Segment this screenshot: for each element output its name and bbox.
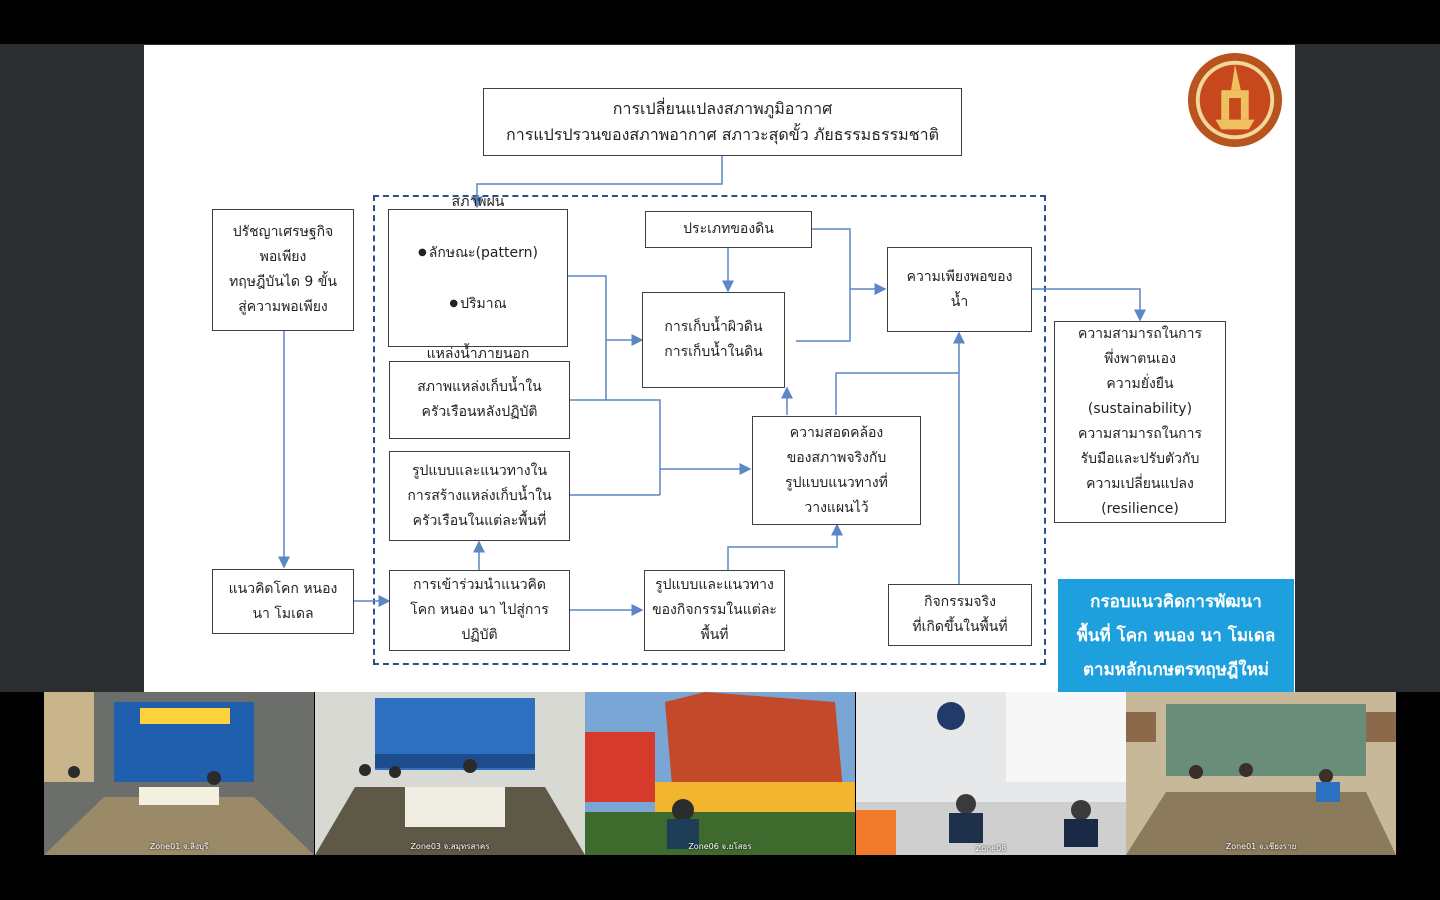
rain-item-amount: ปริมาณ xyxy=(418,291,538,317)
rain-title: สภาพฝน xyxy=(451,193,505,210)
connector-consistency-sufficiency xyxy=(835,372,959,415)
participant-tile-3[interactable]: Zone06 จ.ยโสธร xyxy=(585,692,855,855)
dashed-frame xyxy=(373,195,1046,665)
top-bar xyxy=(0,0,1440,44)
box-water-storage: การเก็บน้ำผิวดิน การเก็บน้ำในดิน xyxy=(642,292,785,388)
participant-tile-4[interactable]: Zone08 xyxy=(856,692,1126,855)
box-rain-conditions: สภาพฝน ลักษณะ(pattern) ปริมาณ แหล่งน้ำภา… xyxy=(388,194,568,362)
rain-item-pattern: ลักษณะ(pattern) xyxy=(418,240,538,266)
badge-line-1: กรอบแนวคิดการพัฒนา xyxy=(1090,591,1262,612)
box-activity-patterns: รูปแบบและแนวทาง ของกิจกรรมในแต่ละ พื้นที… xyxy=(644,570,785,651)
connector-activity-consistency xyxy=(727,523,843,570)
box-water-sufficiency: ความเพียงพอของ น้ำ xyxy=(887,247,1032,332)
connector-rain-storage xyxy=(568,275,644,346)
participant-tile-5[interactable]: Zone01 จ.เชียงราย xyxy=(1126,692,1396,855)
video-tile-icon xyxy=(44,692,314,855)
connector-household-storage xyxy=(570,340,607,401)
university-seal-icon xyxy=(1187,52,1283,148)
participant-label: Zone01 จ.เชียงราย xyxy=(1225,842,1297,851)
participant-tile-2[interactable]: Zone03 จ.สมุทรสาคร xyxy=(315,692,585,855)
video-tile-icon xyxy=(315,692,585,855)
video-tile-icon xyxy=(585,692,855,855)
bottom-bar xyxy=(0,855,1440,900)
badge-line-2: พื้นที่ โคก หนอง นา โมเดล xyxy=(1076,625,1276,646)
participant-video-strip: Zone01 จ.ลิงบุรี Zone03 จ.สมุทรสาคร Zone… xyxy=(44,692,1396,855)
box-kok-nong-na-model: แนวคิดโคก หนอง นา โมเดล xyxy=(212,569,354,634)
box-actual-activity: กิจกรรมจริง ที่เกิดขึ้นในพื้นที่ xyxy=(888,584,1032,646)
box-soil-type: ประเภทของดิน xyxy=(645,211,812,248)
box-participation: การเข้าร่วมนำแนวคิด โคก หนอง นา ไปสู่การ… xyxy=(389,570,570,651)
badge-line-3: ตามหลักเกษตรทฤษฎีใหม่ xyxy=(1082,659,1270,680)
box-climate-change: การเปลี่ยนแปลงสภาพภูมิอากาศ การแปรปรวนขอ… xyxy=(483,88,962,156)
connector-soil-sufficiency xyxy=(796,228,851,342)
participant-label: Zone06 จ.ยโสธร xyxy=(688,842,752,851)
participant-tile-1[interactable]: Zone01 จ.ลิงบุรี xyxy=(44,692,314,855)
box-household-source: สภาพแหล่งเก็บน้ำใน ครัวเรือนหลังปฏิบัติ xyxy=(389,361,570,439)
framework-title-badge: กรอบแนวคิดการพัฒนา พื้นที่ โคก หนอง นา โ… xyxy=(1058,579,1294,692)
shared-slide: การเปลี่ยนแปลงสภาพภูมิอากาศ การแปรปรวนขอ… xyxy=(144,45,1295,692)
diagram-connectors xyxy=(278,156,1146,616)
box-resilience: ความสามารถในการ พึ่งพาตนเอง ความยั่งยืน … xyxy=(1054,321,1226,523)
participant-label: Zone01 จ.ลิงบุรี xyxy=(149,842,209,851)
participant-label: Zone03 จ.สมุทรสาคร xyxy=(410,842,490,851)
participant-label: Zone08 xyxy=(975,844,1007,853)
box-sufficiency-philosophy: ปรัชญาเศรษฐกิจ พอเพียง ทฤษฎีบันได 9 ขั้น… xyxy=(212,209,354,331)
connector-climate-rain xyxy=(471,156,723,209)
connector-household-consistency xyxy=(606,399,661,495)
rain-item-external-source: แหล่งน้ำภายนอก xyxy=(426,345,530,362)
connector-sufficiency-resilience xyxy=(1031,288,1146,322)
video-tile-icon xyxy=(1126,692,1396,855)
video-tile-icon xyxy=(856,692,1126,855)
box-construction-patterns: รูปแบบและแนวทางใน การสร้างแหล่งเก็บน้ำใน… xyxy=(389,451,570,541)
box-consistency: ความสอดคล้อง ของสภาพจริงกับ รูปแบบแนวทาง… xyxy=(752,416,921,525)
